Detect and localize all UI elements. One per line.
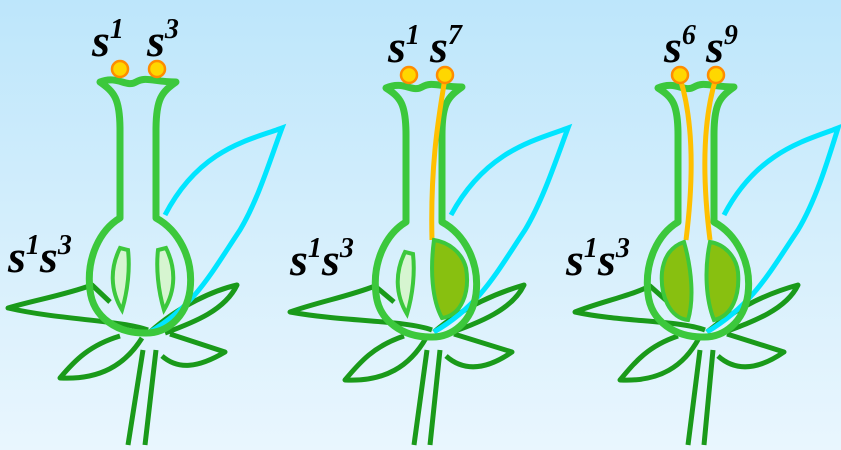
flower-3-maternal-genotype: s1s3: [565, 233, 630, 285]
flower-1-pollen-grain-left: [112, 61, 128, 77]
flower-3-stem: [688, 350, 713, 445]
flower-1: s1 s3 s1s3: [7, 14, 282, 445]
flower-2-stem: [414, 350, 440, 445]
flower-3-pollen-label-left: s6: [663, 20, 696, 72]
flower-1-ovule-right: [157, 248, 173, 310]
flower-1-maternal-genotype: s1s3: [7, 230, 72, 282]
flower-2-pollen-label-left: s1: [387, 20, 420, 72]
flower-1-stem: [128, 350, 156, 445]
flower-2-pollen-label-right: s7: [429, 20, 463, 72]
flower-2-maternal-genotype: s1s3: [289, 233, 354, 285]
flower-1-ovule-left: [113, 248, 129, 310]
flower-3-pollen-tube-left: [680, 78, 691, 240]
flower-1-pollen-label-right: s3: [146, 14, 179, 66]
flower-1-pollen-label-left: s1: [91, 14, 124, 66]
flower-3-pollen-label-right: s9: [705, 20, 738, 72]
flower-2-ovule-right-fertilized: [432, 240, 467, 318]
flower-2-ovule-left: [398, 252, 414, 314]
flower-2: s1 s7 s1s3: [289, 20, 568, 445]
flower-3: s6 s9 s1s3: [565, 20, 838, 445]
flower-3-ovule-right-fertilized: [707, 242, 739, 320]
flower-3-ovule-left-fertilized: [662, 242, 692, 320]
